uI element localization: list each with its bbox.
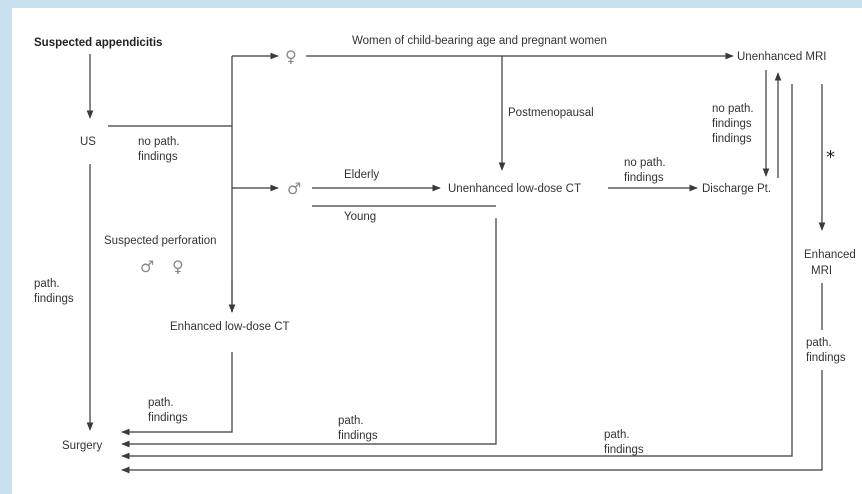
label-ct-no-path-1: no path. xyxy=(624,157,666,169)
label-ect-path-1: path. xyxy=(148,397,174,409)
female-symbol-perforation: ♀ xyxy=(172,257,184,276)
label-mri-no-path-3: findings xyxy=(712,133,752,145)
label-ect-path-2: findings xyxy=(148,412,188,424)
node-unenhanced-mri: Unenhanced MRI xyxy=(737,51,827,63)
arrow-lowdose-ct-to-surgery xyxy=(121,218,497,448)
node-surgery: Surgery xyxy=(62,440,103,452)
label-elderly: Elderly xyxy=(344,169,379,181)
arrow-unenhanced-mri-to-surgery xyxy=(121,84,793,460)
node-enhanced-mri-line2: MRI xyxy=(811,265,832,277)
diagram-panel xyxy=(12,8,862,494)
arrow-enhanced-ct-to-surgery xyxy=(121,352,233,436)
label-ct-no-path-2: findings xyxy=(624,172,664,184)
node-discharge: Discharge Pt. xyxy=(702,183,771,195)
label-emri-path-2: findings xyxy=(806,352,846,364)
arrow-enhanced-mri-to-surgery xyxy=(121,370,823,474)
node-enhanced-mri-line1: Enhanced xyxy=(804,249,856,261)
label-us-path-2: findings xyxy=(34,293,74,305)
node-unenhanced-lowdose-ct: Unenhanced low-dose CT xyxy=(448,183,581,195)
label-young: Young xyxy=(344,211,376,223)
label-suspected-perforation: Suspected perforation xyxy=(104,235,217,247)
label-mri-no-path-2: findings xyxy=(712,118,752,130)
asterisk-mark: * xyxy=(826,147,835,168)
label-us-path-1: path. xyxy=(34,278,60,290)
connectors xyxy=(86,52,826,474)
label-postmenopausal: Postmenopausal xyxy=(508,107,594,119)
label-emri-path-1: path. xyxy=(806,337,832,349)
label-mri-no-path-1: no path. xyxy=(712,103,754,115)
label-us-no-path-1: no path. xyxy=(138,136,180,148)
female-symbol: ♀ xyxy=(285,47,297,66)
male-symbol-perforation: ♂ xyxy=(140,257,154,276)
male-symbol: ♂ xyxy=(287,179,301,198)
node-suspected-appendicitis: Suspected appendicitis xyxy=(34,37,162,49)
label-us-no-path-2: findings xyxy=(138,151,178,163)
label-women: Women of child-bearing age and pregnant … xyxy=(352,35,607,47)
label-mri-path-1: path. xyxy=(604,429,630,441)
node-enhanced-lowdose-ct: Enhanced low-dose CT xyxy=(170,321,290,333)
node-us: US xyxy=(80,136,96,148)
label-mri-path-2: findings xyxy=(604,444,644,456)
label-ct-path-2: findings xyxy=(338,430,378,442)
label-ct-path-1: path. xyxy=(338,415,364,427)
